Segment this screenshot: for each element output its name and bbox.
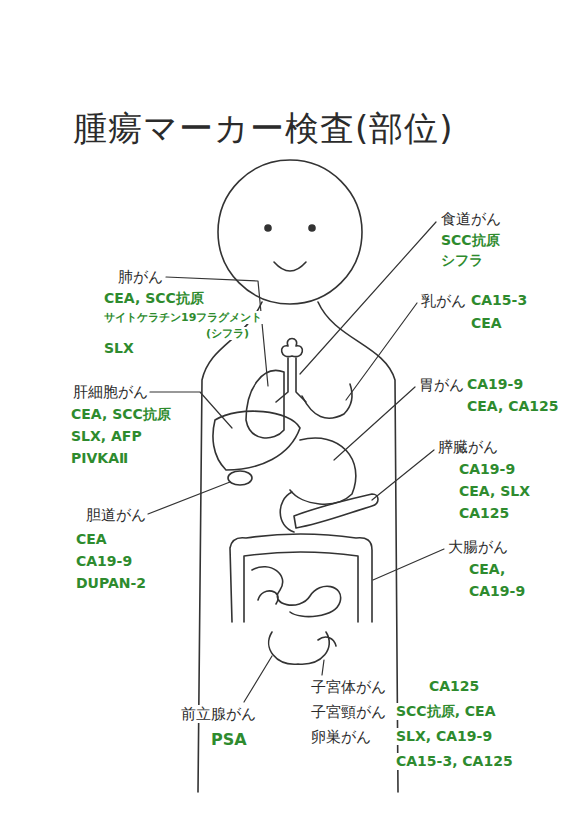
eye [265,225,271,231]
marker-name: CA19-9 [468,583,526,600]
small-intestine [252,567,341,617]
marker-name: CEA, [468,561,506,578]
cancer-name: 胆道がん [85,506,147,524]
leader-line [244,656,272,702]
marker-name: SCC抗原, CEA [395,703,497,720]
marker-name: (シフラ) [205,327,250,340]
leader-line [372,450,434,500]
cancer-name: 食道がん [440,210,502,228]
marker-name: CEA [470,315,503,332]
marker-name: CA19-9 [458,461,516,478]
cancer-name: 膵臓がん [437,438,499,456]
marker-name: CA15-3 [470,292,528,309]
duodenum [280,492,294,532]
marker-name: CEA, SCC抗原 [70,406,172,423]
lung [246,371,284,438]
leader-line [373,549,444,580]
breast [302,384,352,418]
leader-line [322,660,324,675]
large-intestine [230,534,372,622]
marker-name: PSA [210,730,248,749]
cancer-name: 肺がん [117,268,164,286]
marker-name: CA125 [458,505,510,522]
marker-name: CEA, SCC抗原 [103,290,205,307]
marker-name: SLX, CA19-9 [395,728,493,745]
cancer-name: 子宮体がん [310,678,387,696]
marker-name: CEA [75,531,108,548]
pancreas [294,494,378,528]
marker-name: PIVKAⅡ [70,450,129,467]
marker-name: SLX [103,340,135,357]
eye [309,225,315,231]
marker-name: SCC抗原 [440,232,501,249]
leader-line [334,387,415,460]
diagram-title: 腫瘍マーカー検査(部位) [72,108,455,149]
cancer-name: 肝細胞がん [72,383,149,401]
cancer-name: 乳がん [420,292,467,310]
cancer-name: 大腸がん [447,538,509,556]
marker-name: DUPAN-2 [75,575,147,592]
cancer-name: 前立腺がん [180,705,257,723]
stomach [290,438,356,504]
bladder-uterus [269,632,336,664]
head-outline [218,160,362,304]
marker-name: CA15-3, CA125 [395,753,514,770]
cancer-name: 卵巣がん [310,728,372,746]
leader-line [346,303,417,400]
marker-name: CEA, SLX [458,483,531,500]
thyroid [282,339,303,357]
cancer-name: 胃がん [418,376,465,394]
smile [274,262,306,271]
marker-name: サイトケラチン19フラグメント [103,311,263,324]
leader-line [148,482,230,514]
gallbladder [228,471,252,485]
marker-name: SLX, AFP [70,428,143,445]
leader-line [300,222,436,374]
marker-name: CA125 [428,678,480,695]
marker-name: シフラ [440,252,484,269]
marker-name: CA19-9 [466,376,524,393]
liver [213,411,300,470]
marker-name: CA19-9 [75,553,133,570]
cancer-name: 子宮頸がん [310,703,387,721]
marker-name: CEA, CA125 [466,398,559,415]
